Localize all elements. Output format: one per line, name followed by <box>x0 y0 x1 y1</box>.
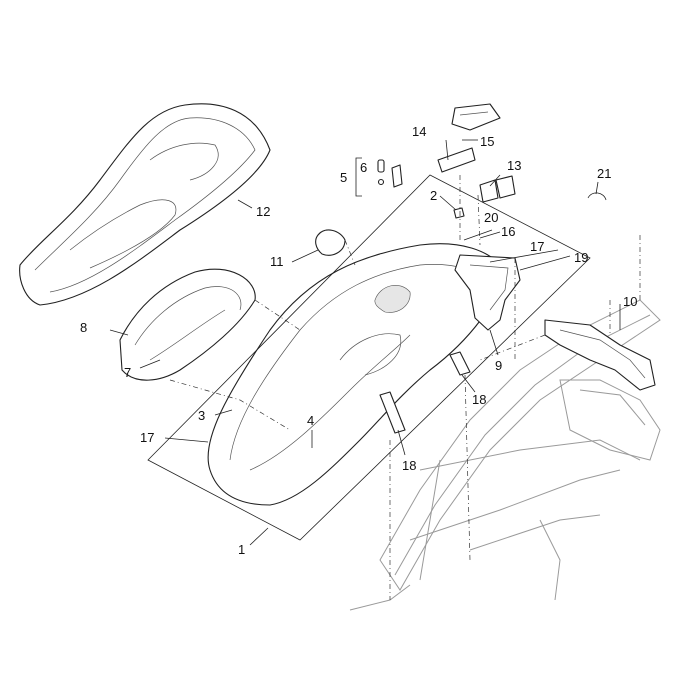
part-6-pins <box>377 159 403 188</box>
group-box-1 <box>147 174 591 541</box>
callout-1: 1 <box>238 542 245 557</box>
callout-15: 15 <box>480 134 494 149</box>
callout-16: 16 <box>501 224 515 239</box>
callout-17-lower: 17 <box>140 430 154 445</box>
part-13-plates <box>479 175 516 203</box>
callout-4: 4 <box>307 413 314 428</box>
group-bracket-5 <box>355 157 362 197</box>
callout-2: 2 <box>430 188 437 203</box>
callout-labels: 1 2 3 4 5 6 7 8 9 10 11 12 13 14 15 16 1… <box>80 124 637 557</box>
part-18-strips <box>379 351 471 434</box>
part-10-bracket <box>544 319 656 391</box>
part-7-pad <box>119 268 256 381</box>
callout-20: 20 <box>484 210 498 225</box>
callout-8: 8 <box>80 320 87 335</box>
callout-9: 9 <box>495 358 502 373</box>
callout-14: 14 <box>412 124 426 139</box>
part-21-ring <box>587 192 607 201</box>
part-14-hook <box>437 103 501 173</box>
part-11-disc <box>315 229 346 256</box>
callout-18-upper: 18 <box>472 392 486 407</box>
part-12-lining <box>19 103 271 306</box>
callout-3: 3 <box>198 408 205 423</box>
callout-21: 21 <box>597 166 611 181</box>
callout-6: 6 <box>360 160 367 175</box>
part-2-clip <box>453 207 465 219</box>
callout-12: 12 <box>256 204 270 219</box>
callout-13: 13 <box>507 158 521 173</box>
leader-lines <box>109 139 621 546</box>
callout-17-upper: 17 <box>530 239 544 254</box>
callout-5: 5 <box>340 170 347 185</box>
callout-11: 11 <box>270 254 284 269</box>
part-9-bracket <box>454 254 521 331</box>
callout-10: 10 <box>623 294 637 309</box>
callout-18-lower: 18 <box>402 458 416 473</box>
callout-7: 7 <box>124 365 131 380</box>
explosion-lines <box>169 175 641 600</box>
callout-19: 19 <box>574 250 588 265</box>
